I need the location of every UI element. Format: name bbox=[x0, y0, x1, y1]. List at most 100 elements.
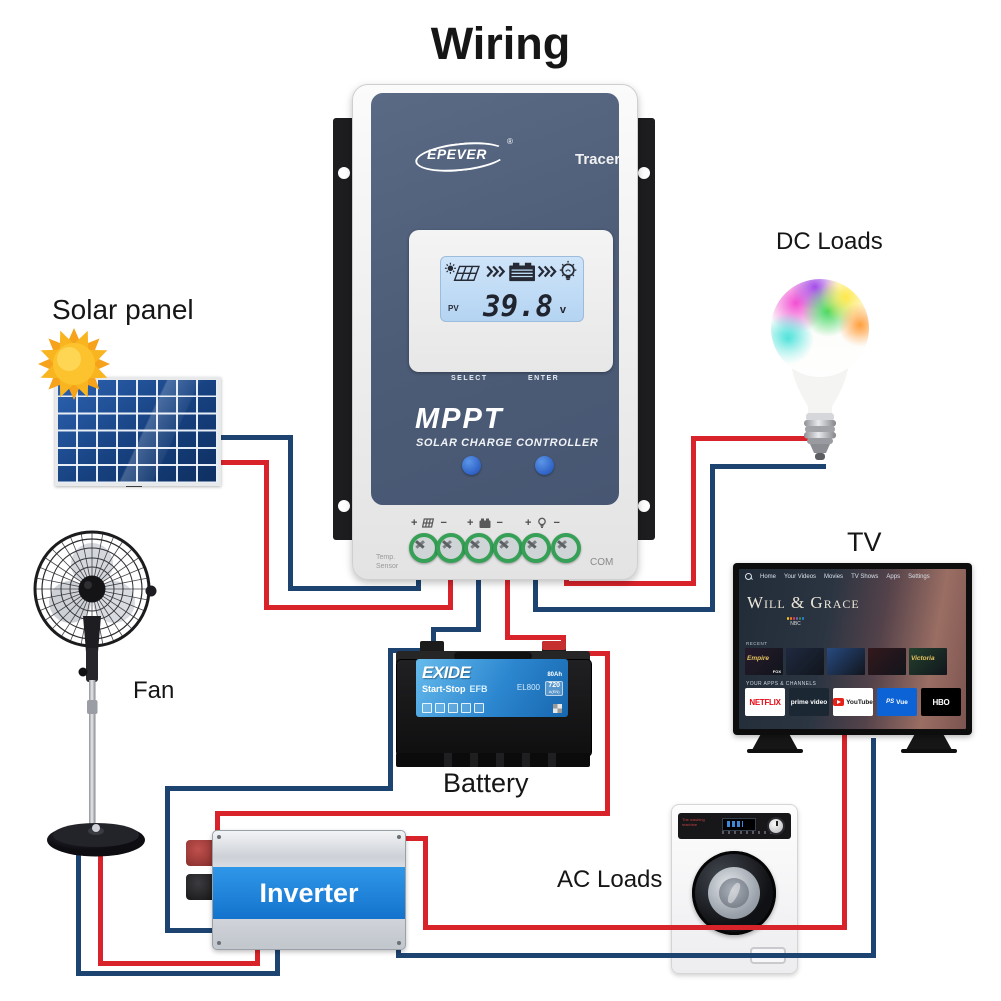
battery-line: Start-Stop bbox=[422, 684, 466, 694]
playstation-icon: PS bbox=[886, 699, 895, 705]
wire-segment bbox=[214, 810, 220, 841]
tv-apps-header: YOUR APPS & CHANNELS bbox=[746, 681, 817, 687]
mounting-bracket-left bbox=[333, 118, 355, 540]
terminal-battery-minus bbox=[493, 533, 523, 563]
pv-terminal-signs: + − bbox=[411, 517, 447, 529]
fan-neck bbox=[83, 616, 101, 652]
washer-drum bbox=[708, 867, 760, 919]
youtube-play-icon bbox=[833, 698, 845, 706]
controller-face-panel: EPEVER ® Tracer bbox=[371, 93, 621, 505]
wire-segment bbox=[287, 585, 421, 591]
wire-segment bbox=[274, 941, 280, 976]
sun-icon bbox=[38, 328, 110, 400]
fan-pole bbox=[89, 680, 96, 830]
mppt-title: MPPT bbox=[415, 403, 504, 435]
battery-terminal-signs: + − bbox=[467, 517, 503, 529]
tv-thumbnail bbox=[868, 648, 906, 675]
lcd-flow-icons bbox=[444, 260, 577, 282]
solar-panel-image bbox=[55, 377, 221, 486]
select-label: SELECT bbox=[451, 375, 488, 382]
load-terminal-signs: + − bbox=[525, 517, 560, 529]
tv-nav-item: Your Videos bbox=[784, 573, 817, 580]
battery-brand: EXIDE bbox=[422, 663, 471, 682]
battery-model: EL800 bbox=[516, 683, 540, 692]
washing-machine: The washing machine bbox=[671, 804, 798, 974]
wire-segment bbox=[870, 737, 876, 958]
wire-segment bbox=[75, 839, 81, 976]
wire-segment bbox=[709, 463, 826, 469]
netflix-tile: NETFLIX bbox=[745, 688, 785, 716]
wire-segment bbox=[396, 835, 428, 841]
bulb-screw-base bbox=[804, 413, 836, 460]
battery-handle bbox=[454, 652, 532, 660]
bulb-lcd-icon bbox=[559, 260, 577, 281]
battery-terminal-icon bbox=[479, 518, 491, 528]
tv-recent-label: RECENT bbox=[746, 641, 768, 646]
model-name: Tracer bbox=[575, 151, 621, 168]
inverter-negative-terminal bbox=[186, 874, 216, 900]
tv-show-title: Will & Grace bbox=[747, 593, 860, 612]
tv-thumbnail: Victoria bbox=[909, 648, 947, 675]
mppt-subtitle: SOLAR CHARGE CONTROLLER bbox=[416, 437, 599, 449]
lcd-bezel: PV 39.8 v bbox=[409, 230, 613, 475]
com-port-label: COM bbox=[590, 557, 614, 568]
tv-nav-item: Home bbox=[760, 573, 777, 580]
wire-segment bbox=[97, 960, 260, 966]
prime-video-tile: prime video bbox=[789, 688, 829, 716]
wire-segment bbox=[422, 924, 847, 930]
washer-door bbox=[692, 851, 776, 935]
tv-nav-item: Settings bbox=[908, 573, 930, 580]
wire-segment bbox=[841, 734, 847, 930]
tv-nav-item: TV Shows bbox=[851, 573, 879, 580]
stand-fan-image bbox=[33, 530, 157, 857]
nbc-logo: NBC bbox=[787, 617, 804, 627]
tv-label: TV bbox=[847, 527, 882, 557]
wire-segment bbox=[263, 459, 269, 610]
qr-code bbox=[553, 704, 562, 713]
lcd-voltage-unit: v bbox=[559, 304, 566, 316]
wire-segment bbox=[430, 626, 481, 632]
tv-foot-right bbox=[906, 735, 952, 750]
ac-loads-label: AC Loads bbox=[557, 866, 663, 893]
wire-segment bbox=[422, 835, 428, 930]
tv-thumbnail bbox=[786, 648, 824, 675]
inverter-positive-terminal bbox=[186, 840, 216, 866]
washer-control-panel: The washing machine bbox=[678, 813, 791, 839]
battery-lcd-icon bbox=[509, 262, 535, 282]
terminal-load-plus bbox=[521, 533, 551, 563]
battery-label-text: Battery bbox=[443, 768, 529, 798]
wire-segment bbox=[504, 566, 510, 640]
wire-segment bbox=[75, 970, 280, 976]
terminal-load-minus bbox=[551, 533, 581, 563]
wire-segment bbox=[447, 566, 453, 610]
enter-button bbox=[535, 456, 554, 475]
washer-panel-text: The washing machine bbox=[682, 817, 705, 828]
wire-segment bbox=[164, 785, 393, 791]
wire-segment bbox=[97, 845, 103, 966]
mounting-bracket-right bbox=[633, 118, 655, 540]
wire-segment bbox=[207, 434, 293, 440]
wire-segment bbox=[690, 435, 696, 586]
select-button bbox=[462, 456, 481, 475]
rgb-light-bulb bbox=[771, 279, 869, 460]
load-terminal-icon bbox=[538, 517, 547, 528]
tv-nav-item: Apps bbox=[886, 573, 901, 580]
terminal-battery-plus bbox=[464, 533, 494, 563]
solar-panel-label: Solar panel bbox=[52, 294, 194, 325]
pv-panel-icon bbox=[453, 265, 480, 281]
lcd-pv-label: PV bbox=[448, 304, 459, 313]
wire-segment bbox=[164, 927, 221, 933]
sun-small-icon bbox=[444, 262, 456, 274]
wire-segment bbox=[532, 606, 715, 612]
battery-cert-icons bbox=[422, 703, 484, 713]
wire-segment bbox=[263, 604, 453, 610]
mounting-hole bbox=[638, 500, 650, 512]
